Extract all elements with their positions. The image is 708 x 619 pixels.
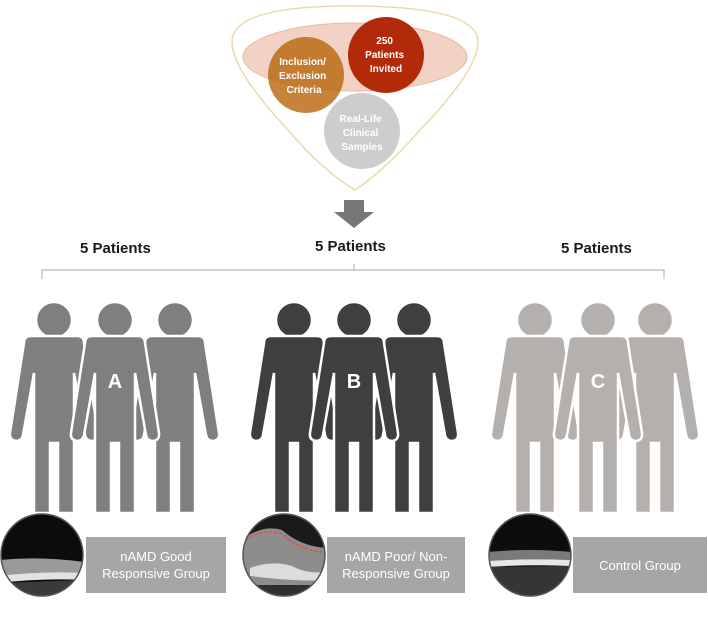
svg-text:Real-Life Clinical: Real-Life Clinical Samples bbox=[339, 114, 384, 153]
group-c-label-box: Control Group bbox=[573, 537, 707, 593]
oct-scan-b bbox=[243, 514, 325, 596]
samples-line1: Real-Life bbox=[339, 114, 382, 125]
group-a-letter: A bbox=[108, 371, 122, 393]
group-b-label: nAMD Poor/ Non- Responsive Group bbox=[342, 549, 450, 581]
group-c-label: Control Group bbox=[599, 557, 681, 573]
group-c-people bbox=[489, 300, 701, 515]
svg-text:250 Patients Invit: 250 Patients Invited bbox=[365, 36, 407, 75]
criteria-line2: Exclusion bbox=[279, 71, 326, 82]
group-a-label-box: nAMD Good Responsive Group bbox=[86, 537, 226, 593]
samples-line3: Samples bbox=[341, 142, 383, 153]
group-b-letter: B bbox=[347, 371, 361, 393]
group-b-count: 5 Patients bbox=[315, 238, 386, 255]
person-icon bbox=[552, 300, 644, 515]
down-arrow-icon bbox=[334, 200, 374, 228]
criteria-line3: Criteria bbox=[286, 85, 321, 96]
oct-scan-c bbox=[489, 514, 571, 596]
group-c-letter: C bbox=[591, 371, 605, 393]
samples-circle bbox=[324, 93, 400, 169]
invited-circle bbox=[348, 17, 424, 93]
group-b-people bbox=[248, 300, 460, 515]
criteria-circle bbox=[268, 37, 344, 113]
person-icon bbox=[308, 300, 400, 515]
samples-line2: Clinical bbox=[343, 128, 379, 139]
svg-text:Inclusion/ Exclusion: Inclusion/ Exclusion Criteria bbox=[279, 57, 329, 96]
group-c-count: 5 Patients bbox=[561, 240, 632, 257]
funnel: 250 Patients Invited Inclusion/ Exclusio… bbox=[231, 5, 479, 191]
criteria-line1: Inclusion/ bbox=[279, 57, 326, 68]
group-a-label: nAMD Good Responsive Group bbox=[102, 549, 210, 581]
group-a-people bbox=[8, 300, 221, 515]
invited-line2: Patients bbox=[365, 50, 404, 61]
group-b-label-box: nAMD Poor/ Non- Responsive Group bbox=[327, 537, 465, 593]
invited-line1: 250 bbox=[376, 36, 393, 47]
invited-line3: Invited bbox=[370, 64, 402, 75]
group-a-count: 5 Patients bbox=[80, 240, 151, 257]
person-icon bbox=[69, 300, 161, 515]
group-bracket bbox=[41, 264, 665, 279]
